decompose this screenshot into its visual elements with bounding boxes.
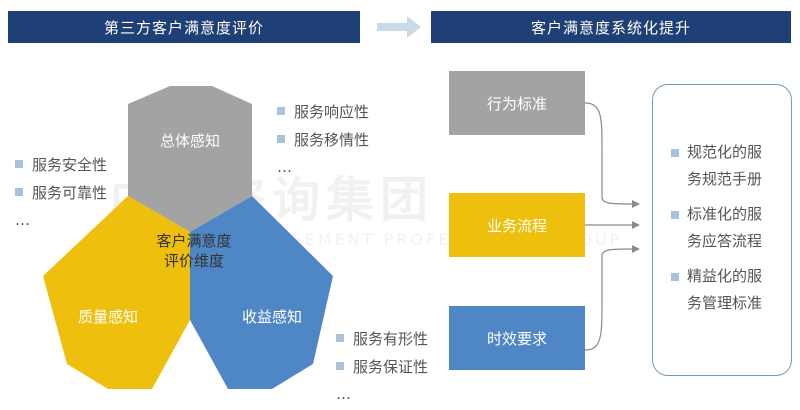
list-item: … bbox=[277, 158, 294, 176]
result-item: 精益化的服 务管理标准 bbox=[671, 263, 789, 317]
wheel-segment-overall bbox=[128, 86, 252, 232]
bullet-square-icon bbox=[671, 149, 679, 157]
wheel-segment-benefit bbox=[190, 196, 333, 389]
list-item: 服务有形性 bbox=[336, 324, 428, 352]
result-item: 规范化的服 务规范手册 bbox=[671, 139, 789, 193]
behavior-standard-box: 行为标准 bbox=[449, 71, 585, 135]
quality-perception-bullets: 服务安全性 服务可靠性 … bbox=[15, 150, 107, 234]
arrow-right-icon bbox=[377, 16, 421, 38]
list-item: 服务可靠性 bbox=[15, 178, 107, 206]
wheel-segment-quality bbox=[43, 196, 190, 389]
bullet-square-icon bbox=[277, 107, 285, 115]
bullet-square-icon bbox=[15, 160, 23, 168]
left-section-header: 第三方客户满意度评价 bbox=[8, 11, 360, 43]
connector-timeliness-arrowhead bbox=[632, 245, 640, 253]
bullet-square-icon bbox=[336, 362, 344, 370]
wheel-label-benefit: 收益感知 bbox=[242, 308, 302, 326]
bullet-square-icon bbox=[671, 273, 679, 281]
bullet-square-icon bbox=[15, 188, 23, 196]
list-item: … bbox=[15, 211, 32, 229]
overall-perception-bullets: 服务响应性 服务移情性 … bbox=[277, 97, 369, 181]
right-section-header: 客户满意度系统化提升 bbox=[431, 11, 791, 43]
benefit-perception-bullets: 服务有形性 服务保证性 … bbox=[336, 324, 428, 408]
wheel-label-overall: 总体感知 bbox=[160, 132, 220, 150]
connector-standard bbox=[584, 102, 633, 205]
list-item: … bbox=[336, 385, 353, 403]
connector-process-arrowhead bbox=[632, 221, 640, 229]
bullet-square-icon bbox=[671, 211, 679, 219]
connector-standard-arrowhead bbox=[632, 200, 640, 208]
timeliness-requirement-box: 时效要求 bbox=[449, 306, 585, 370]
list-item: 服务安全性 bbox=[15, 150, 107, 178]
list-item: 服务保证性 bbox=[336, 352, 428, 380]
list-item: 服务移情性 bbox=[277, 125, 369, 153]
wheel-label-quality: 质量感知 bbox=[78, 308, 138, 326]
list-item: 服务响应性 bbox=[277, 97, 369, 125]
bullet-square-icon bbox=[277, 135, 285, 143]
improvement-results-panel: 规范化的服 务规范手册 标准化的服 务应答流程 精益化的服 务管理标准 bbox=[652, 84, 792, 376]
wheel-center-label-line1: 客户满意度 bbox=[156, 232, 231, 250]
connector-timeliness bbox=[584, 248, 633, 351]
business-process-box: 业务流程 bbox=[449, 193, 585, 257]
wheel-center-label-line2: 评价维度 bbox=[164, 252, 224, 270]
result-item: 标准化的服 务应答流程 bbox=[671, 201, 789, 255]
bullet-square-icon bbox=[336, 334, 344, 342]
